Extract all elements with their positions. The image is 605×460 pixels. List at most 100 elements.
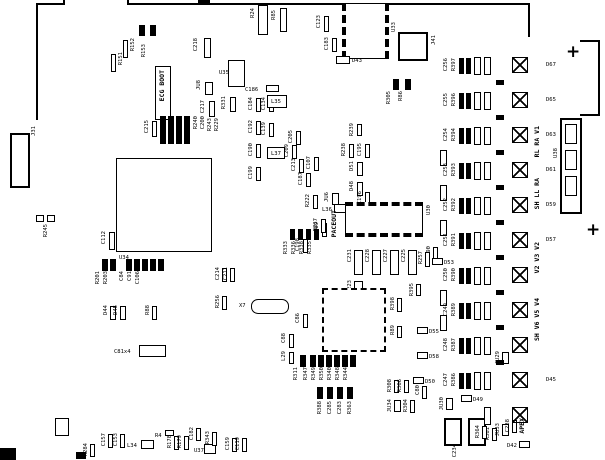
part-shape-d53 xyxy=(432,258,443,265)
part-label-d59: D59 xyxy=(546,202,556,208)
part-label-r392: R392 xyxy=(451,198,457,212)
part-shape-c195 xyxy=(365,144,370,158)
part-label-c183: C183 xyxy=(324,37,330,51)
part-label-d45: D45 xyxy=(546,377,556,383)
part-label-c254: C254 xyxy=(443,128,449,142)
part-shape-r86 xyxy=(405,79,411,90)
part-label-c86: C86 xyxy=(295,313,301,323)
part-shape-r245 xyxy=(36,215,44,222)
part-label-d58: D58 xyxy=(429,354,439,360)
part-label-r238: R238 xyxy=(341,143,347,157)
part-shape-16 xyxy=(176,116,182,144)
part-shape-r304 xyxy=(410,400,415,413)
part-shape-r386 xyxy=(466,373,471,389)
spark-gap-symbol-row8 xyxy=(512,337,528,353)
part-label-c238: C238 xyxy=(505,419,511,433)
part-shape-r151 xyxy=(111,54,116,72)
part-shape-c198 xyxy=(303,239,308,253)
part-shape-d49 xyxy=(461,395,472,402)
part-label-r397: R397 xyxy=(451,58,457,72)
part-label-x7: X7 xyxy=(239,303,246,309)
part-shape-d48 xyxy=(357,182,363,196)
part-label-r229: R229 xyxy=(214,118,220,132)
part-shape-row6-a xyxy=(474,267,481,285)
part-shape-c81x4 xyxy=(139,345,166,357)
part-label-d53: D53 xyxy=(444,260,454,266)
part-shape-row5-c xyxy=(496,255,504,260)
part-shape-r89 xyxy=(397,326,402,338)
part-shape-c153 xyxy=(120,434,125,448)
part-label-r389: R389 xyxy=(451,303,457,317)
part-label-c283: C283 xyxy=(337,401,343,415)
part-shape-row6-c xyxy=(496,290,504,295)
part-shape-r348 xyxy=(342,355,348,367)
part-shape-r222 xyxy=(313,195,318,209)
part-shape-c215 xyxy=(152,121,157,137)
part-label-r153: R153 xyxy=(141,44,147,58)
part-label-c225: C225 xyxy=(401,249,407,263)
part-shape-139 xyxy=(0,448,16,460)
part-shape-ju34 xyxy=(394,400,401,412)
part-shape-l34 xyxy=(141,440,154,449)
part-label-c159: C159 xyxy=(225,437,231,451)
part-label-d49: D49 xyxy=(473,397,483,403)
part-label-ju8: JU8 xyxy=(196,80,202,90)
part-shape-r396 xyxy=(466,93,471,109)
part-shape-r338 xyxy=(306,229,311,240)
part-label-d48: D48 xyxy=(349,181,355,191)
part-shape-c205 xyxy=(296,131,301,145)
part-shape-r388 xyxy=(317,387,323,399)
part-label-c218: C218 xyxy=(193,38,199,52)
part-shape-row9-a xyxy=(474,372,481,390)
part-label-c252: C252 xyxy=(443,198,449,212)
part-label-d43: D43 xyxy=(352,58,362,64)
part-label-c192: C192 xyxy=(248,120,254,134)
part-shape-r203 xyxy=(110,259,116,271)
part-label-r343: R343 xyxy=(205,431,211,445)
part-label-r336: R336 xyxy=(291,241,297,255)
part-label-d55: D55 xyxy=(429,329,439,335)
part-shape-r387 xyxy=(466,338,471,354)
part-shape-l37 xyxy=(267,147,285,159)
part-shape-r349 xyxy=(318,355,324,367)
part-shape-row4-b xyxy=(484,197,491,215)
part-label-r152: R152 xyxy=(130,38,136,52)
part-shape-row2-c xyxy=(496,150,504,155)
part-label-r388: R388 xyxy=(317,401,323,415)
part-label-j31: J31 xyxy=(31,126,37,136)
part-shape-155 xyxy=(440,220,447,236)
part-shape-159 xyxy=(484,407,491,425)
part-label-r398: R398 xyxy=(390,297,396,311)
part-label-c228: C228 xyxy=(365,249,371,263)
part-shape-c217 xyxy=(209,101,215,117)
part-shape-ju8 xyxy=(205,82,213,95)
part-label-d65: D65 xyxy=(546,97,556,103)
part-shape-c112 xyxy=(109,232,115,250)
part-label-c106: C106 xyxy=(135,271,141,285)
part-shape-14 xyxy=(160,116,166,144)
part-shape-154 xyxy=(440,185,447,201)
part-label-r24: R24 xyxy=(250,8,256,18)
part-shape-u35 xyxy=(228,60,245,87)
part-label-c91: C91 xyxy=(127,271,133,281)
part-shape-138 xyxy=(55,418,69,436)
part-shape-c86 xyxy=(303,314,308,328)
part-label-c112: C112 xyxy=(101,231,107,245)
part-shape-r363 xyxy=(347,387,353,399)
part-shape-j41 xyxy=(398,32,428,61)
part-label-d67: D67 xyxy=(546,62,556,68)
part-label-c184: C184 xyxy=(248,97,254,111)
part-label-c251: C251 xyxy=(443,233,449,247)
part-label-c248: C248 xyxy=(443,338,449,352)
part-shape-r392 xyxy=(466,198,471,214)
part-shape-u37 xyxy=(204,444,216,454)
part-shape-144 xyxy=(565,176,577,196)
part-shape-row1-c xyxy=(496,115,504,120)
board-outline-segment-6 xyxy=(528,3,530,37)
part-shape-r284 xyxy=(90,444,95,457)
part-label-r396: R396 xyxy=(451,93,457,107)
part-shape-r394 xyxy=(466,128,471,144)
part-shape-r389 xyxy=(466,303,471,319)
part-shape-c227 xyxy=(390,250,399,275)
part-shape-87 xyxy=(150,259,156,271)
